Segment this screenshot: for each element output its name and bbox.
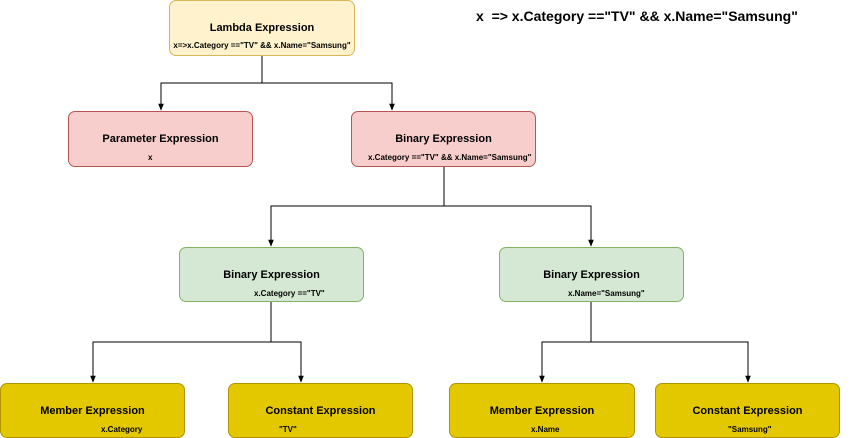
constant-expression-samsung-node: Constant Expression "Samsung" [655,383,840,438]
node-title: Binary Expression [223,269,320,281]
edge-lambda-parameter [158,56,263,111]
node-title: Binary Expression [543,269,640,281]
member-expression-category-node: Member Expression x.Category [0,383,185,438]
node-title: Constant Expression [265,405,376,417]
node-title: Lambda Expression [209,22,315,34]
parameter-expression-node: Parameter Expression x [68,111,253,167]
node-title: Member Expression [489,405,595,417]
edge-left-member [90,302,272,383]
edge-right-constant [591,341,751,383]
member-expression-name-node: Member Expression x.Name [449,383,635,438]
constant-expression-tv-node: Constant Expression "TV" [228,383,413,438]
node-subtitle: x.Name [531,425,560,434]
node-title: Parameter Expression [102,133,219,145]
binary-expression-root-node: Binary Expression x.Category =="TV" && x… [351,111,536,167]
lambda-caption: x => x.Category =="TV" && x.Name="Samsun… [476,8,798,24]
lambda-expression-node: Lambda Expression x=>x.Category =="TV" &… [169,0,355,56]
node-subtitle: x.Category =="TV" && x.Name="Samsung" [368,153,532,162]
edge-lambda-binary [262,82,395,111]
node-subtitle: x.Name="Samsung" [568,289,645,298]
edge-binary-left [268,166,445,247]
binary-expression-left-node: Binary Expression x.Category =="TV" [179,247,364,302]
node-subtitle: x.Category =="TV" [254,289,325,298]
edge-binary-right [444,205,594,247]
binary-expression-right-node: Binary Expression x.Name="Samsung" [499,247,684,302]
node-subtitle: "Samsung" [728,425,772,434]
edge-left-constant [271,341,304,383]
node-subtitle: x.Category [101,425,143,434]
node-subtitle: x [148,153,153,162]
node-title: Binary Expression [395,133,492,145]
node-title: Member Expression [40,405,145,417]
edge-right-member [539,302,592,383]
node-subtitle: x=>x.Category =="TV" && x.Name="Samsung" [173,41,351,50]
node-title: Constant Expression [692,405,803,417]
node-subtitle: "TV" [279,425,297,434]
